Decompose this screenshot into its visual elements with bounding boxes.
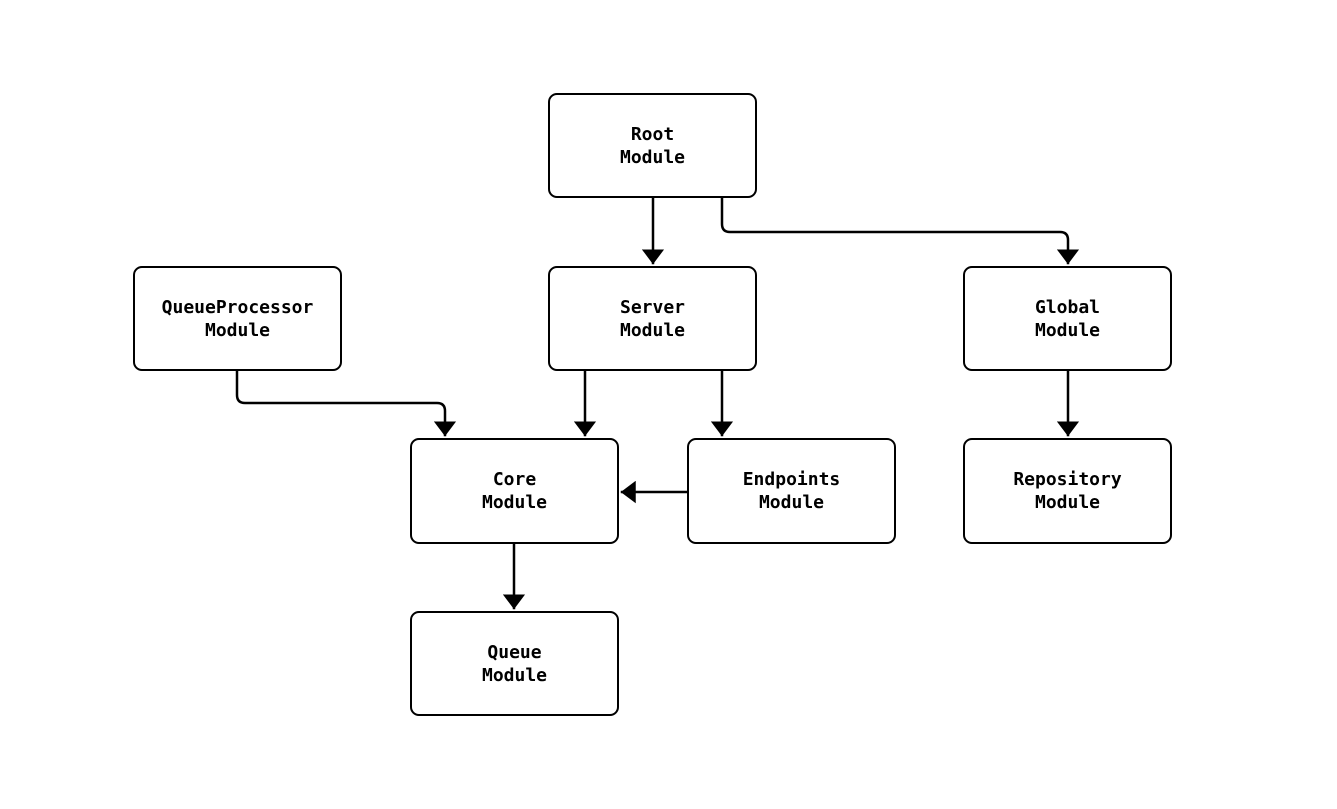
node-core-module: Core Module [410, 438, 619, 544]
node-endpoints-module: Endpoints Module [687, 438, 896, 544]
node-queueprocessor-module: QueueProcessor Module [133, 266, 342, 371]
node-server-module: Server Module [548, 266, 757, 371]
node-core-module-label: Core Module [481, 469, 548, 513]
node-global-module: Global Module [963, 266, 1172, 371]
node-repository-module-label: Repository Module [1013, 469, 1122, 513]
edge-queueprocessor-to-core [235, 369, 457, 437]
node-root-module: Root Module [548, 93, 757, 198]
node-repository-module: Repository Module [963, 438, 1172, 544]
node-global-module-label: Global Module [1034, 296, 1101, 341]
node-root-module-label: Root Module [619, 123, 686, 168]
node-server-module-label: Server Module [619, 296, 686, 341]
node-queue-module-label: Queue Module [481, 641, 548, 686]
node-queue-module: Queue Module [410, 611, 619, 716]
edge-root-to-global [720, 196, 1080, 265]
node-queueprocessor-module-label: QueueProcessor Module [161, 296, 314, 341]
node-endpoints-module-label: Endpoints Module [742, 469, 841, 513]
